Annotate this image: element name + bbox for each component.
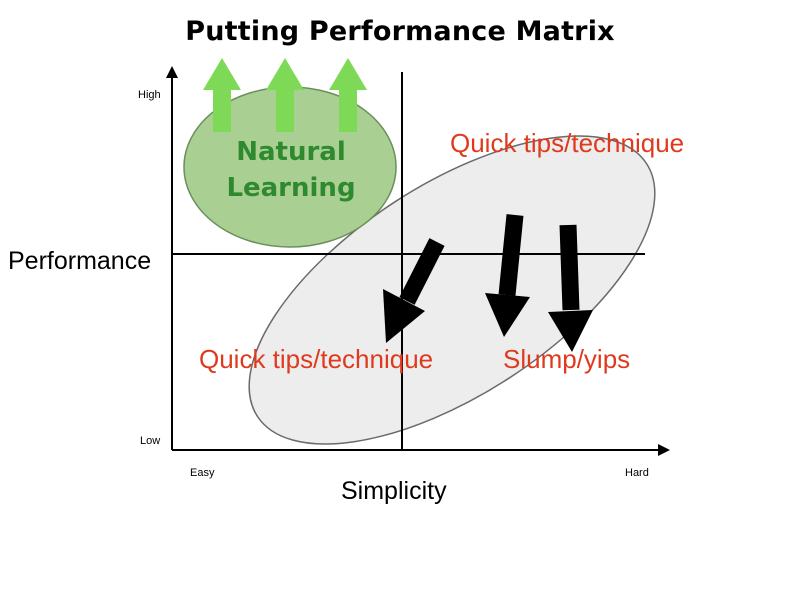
natural-learning-label-line1: Natural (236, 137, 346, 167)
green-up-arrow-3 (329, 58, 367, 132)
green-up-arrow-1 (203, 58, 241, 132)
black-down-arrow-right (548, 224, 593, 352)
x-axis-title: Simplicity (341, 477, 447, 505)
x-axis-hard-label: Hard (625, 467, 649, 479)
diagram-title: Putting Performance Matrix (185, 16, 615, 47)
black-down-arrow-middle (485, 214, 530, 337)
natural-learning-label-line2: Learning (226, 173, 355, 203)
quick-tips-bottom-label: Quick tips/technique (199, 344, 433, 374)
black-down-arrow-diagonal (383, 238, 445, 343)
green-up-arrow-2 (266, 58, 304, 132)
technique-region-ellipse (248, 135, 656, 445)
quick-tips-top-label: Quick tips/technique (450, 128, 684, 158)
y-axis-title: Performance (8, 247, 151, 275)
y-axis-low-label: Low (140, 435, 160, 447)
x-axis-easy-label: Easy (190, 467, 215, 479)
slump-label: Slump/yips (503, 344, 630, 374)
y-axis-high-label: High (138, 89, 161, 101)
